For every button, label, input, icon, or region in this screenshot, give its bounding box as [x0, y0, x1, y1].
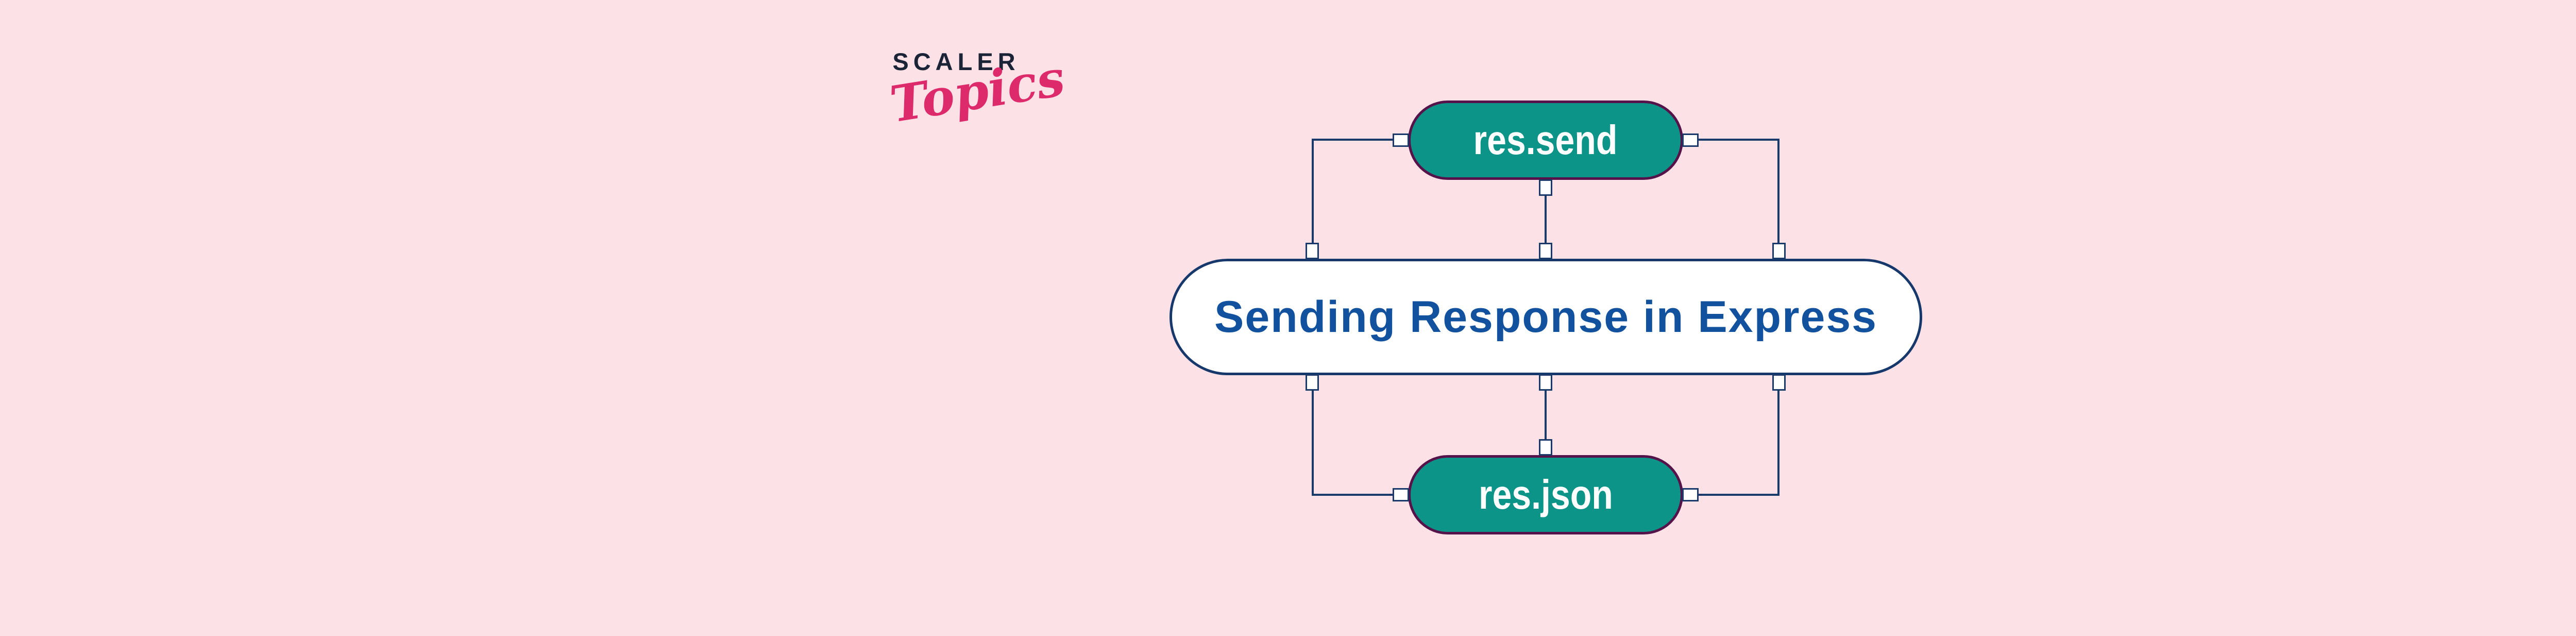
connector-line [1312, 390, 1314, 496]
connection-handle [1539, 243, 1552, 259]
logo-scaler-text: SCALER [892, 48, 1020, 75]
connector-line [1545, 194, 1547, 245]
connector-line [1777, 390, 1780, 496]
connector-line [1697, 494, 1778, 496]
connector-line [1313, 139, 1395, 141]
connection-handle [1393, 488, 1409, 501]
connector-line [1313, 494, 1395, 496]
connector-line [1545, 390, 1547, 441]
node-sending-response-in-express: Sending Response in Express [1170, 259, 1922, 375]
connection-handle [1539, 179, 1552, 196]
connection-handle [1682, 133, 1699, 147]
connector-line [1777, 139, 1780, 245]
connector-line [1697, 139, 1778, 141]
connection-handle [1539, 374, 1552, 391]
connection-handle [1682, 488, 1699, 501]
connection-handle [1306, 374, 1319, 391]
connection-handle [1393, 133, 1409, 147]
connector-line [1312, 139, 1314, 245]
node-center-label: Sending Response in Express [1214, 292, 1878, 342]
node-res-json: res.json [1408, 455, 1683, 534]
node-res-send: res.send [1408, 101, 1683, 180]
connection-handle [1539, 439, 1552, 456]
connection-handle [1306, 243, 1319, 259]
node-res-json-label: res.json [1478, 472, 1613, 517]
connection-handle [1772, 374, 1786, 391]
connection-handle [1772, 243, 1786, 259]
node-res-send-label: res.send [1473, 117, 1618, 163]
scaler-topics-logo: SCALER Topics [886, 48, 1069, 134]
